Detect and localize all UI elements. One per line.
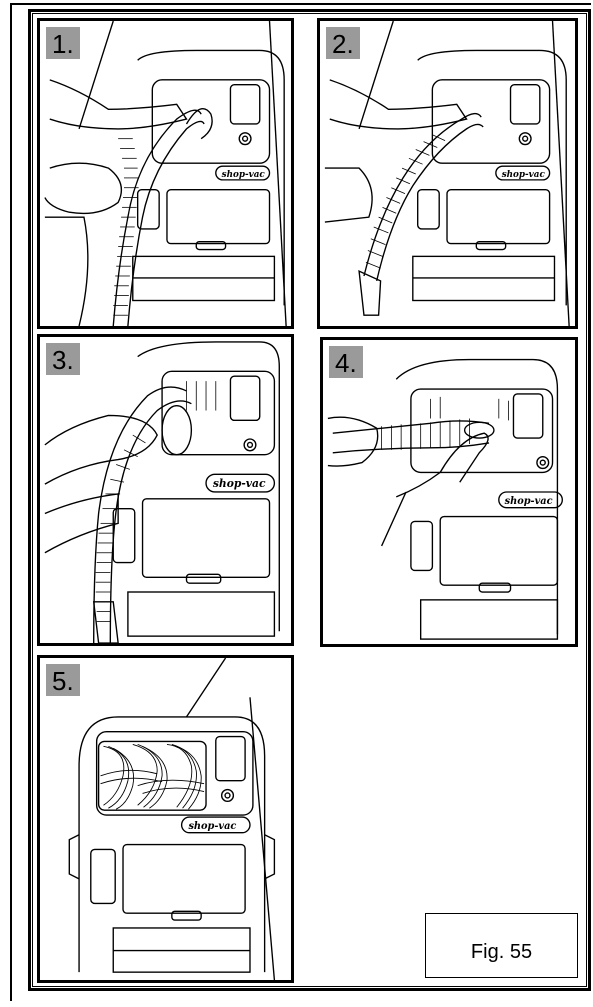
- step-number-2: 2.: [326, 27, 360, 59]
- vacuum-hose-illustration-2: shop-vac: [320, 21, 575, 326]
- vacuum-hose-illustration-5: shop-vac: [40, 658, 291, 980]
- vacuum-hose-illustration-3: shop-vac: [40, 337, 291, 643]
- step-panel-1: 1. shop-vac: [37, 18, 294, 329]
- step-number-3: 3.: [46, 343, 80, 375]
- figure-caption-text: Fig. 55: [471, 941, 532, 964]
- vacuum-hose-illustration-1: shop-vac: [40, 21, 291, 326]
- step-panel-2: 2. shop-vac: [317, 18, 578, 329]
- step-panel-5: 5. shop-vac: [37, 655, 294, 983]
- shop-vac-logo: shop-vac: [505, 496, 553, 507]
- shop-vac-logo: shop-vac: [502, 170, 546, 180]
- shop-vac-logo: shop-vac: [222, 170, 266, 180]
- step-panel-4: 4. shop-vac: [320, 337, 578, 647]
- step-number-4: 4.: [329, 346, 363, 378]
- step-number-5: 5.: [46, 664, 80, 696]
- vacuum-hose-illustration-4: shop-vac: [323, 340, 575, 644]
- step-number-1: 1.: [46, 27, 80, 59]
- shop-vac-logo: shop-vac: [188, 821, 236, 832]
- shop-vac-logo: shop-vac: [213, 477, 266, 490]
- figure-caption: Fig. 55: [425, 913, 578, 978]
- step-panel-3: 3. shop-vac: [37, 334, 294, 646]
